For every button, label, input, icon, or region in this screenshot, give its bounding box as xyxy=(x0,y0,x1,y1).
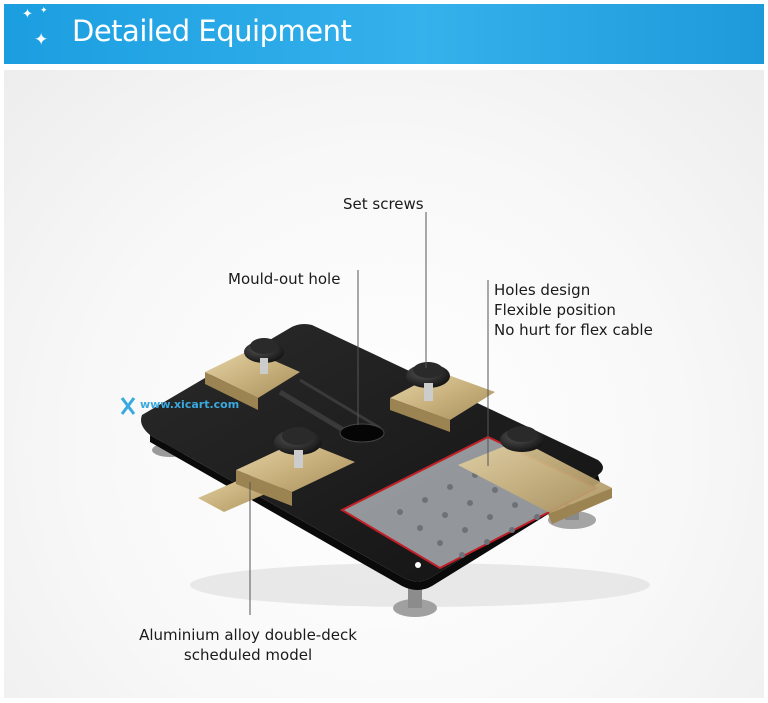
clamp-top-left xyxy=(205,338,300,410)
clamp-bottom-left xyxy=(198,427,355,512)
sparkle-icon: ✦ xyxy=(40,6,48,16)
foot xyxy=(393,585,437,617)
header-banner: ✦ ✦ ✦ Detailed Equipment xyxy=(4,4,764,64)
clamp-right xyxy=(458,426,612,524)
callout-line: Holes design xyxy=(494,281,591,299)
callout-line: Flexible position xyxy=(494,301,616,319)
sparkle-icon: ✦ xyxy=(22,7,33,22)
callout-line: scheduled model xyxy=(183,646,313,664)
page-title: Detailed Equipment xyxy=(72,14,352,48)
callout-set-screws: Set screws xyxy=(343,195,424,213)
callout-line: No hurt for flex cable xyxy=(494,321,653,339)
sparkle-icon: ✦ xyxy=(34,30,49,50)
xicart-logo-icon xyxy=(120,397,136,415)
mould-out-hole xyxy=(339,423,385,443)
callout-aluminium-alloy: Aluminium alloy double-deck scheduled mo… xyxy=(128,625,368,665)
clamp-top-right xyxy=(390,362,495,432)
watermark: www.xicart.com xyxy=(140,398,240,411)
callout-mould-out-hole: Mould-out hole xyxy=(228,270,341,288)
callout-line: Aluminium alloy double-deck xyxy=(139,626,357,644)
callout-holes-design: Holes design Flexible position No hurt f… xyxy=(494,280,653,340)
